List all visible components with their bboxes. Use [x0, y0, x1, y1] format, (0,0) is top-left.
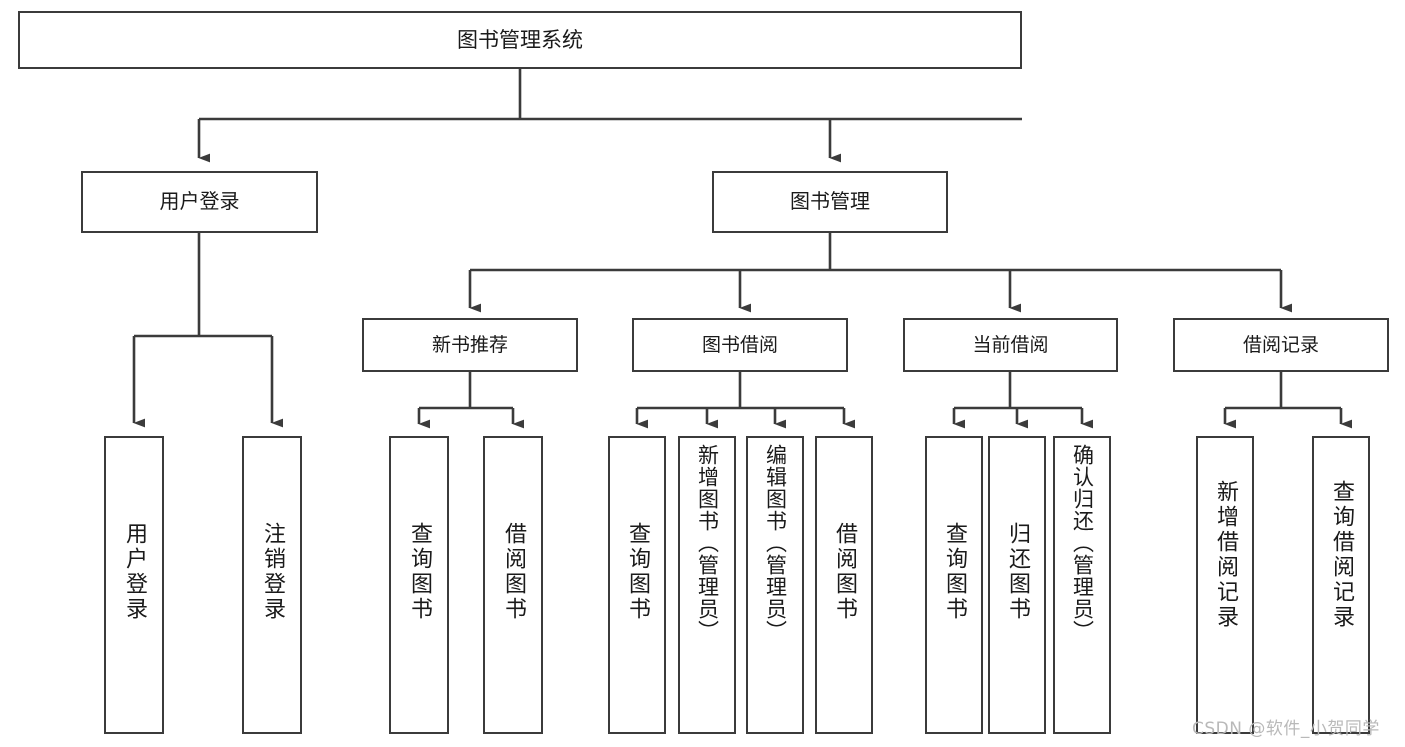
leaf-user-login[interactable]: 用户登录: [104, 436, 164, 734]
node-book-manage[interactable]: 图书管理: [712, 171, 948, 233]
node-new-book-rec[interactable]: 新书推荐: [362, 318, 578, 372]
node-label: 借阅记录: [1242, 333, 1319, 356]
leaf-return-book[interactable]: 归还图书: [988, 436, 1046, 734]
node-label: 图书管理: [790, 189, 870, 214]
leaf-query-book-2[interactable]: 查询图书: [608, 436, 666, 734]
leaf-logout[interactable]: 注销登录: [242, 436, 302, 734]
node-label: 新书推荐: [431, 333, 508, 356]
leaf-edit-book[interactable]: 编辑图书（管理员）: [746, 436, 804, 734]
node-book-borrow[interactable]: 图书借阅: [632, 318, 848, 372]
leaf-borrow-book-1[interactable]: 借阅图书: [483, 436, 543, 734]
node-user-login[interactable]: 用户登录: [81, 171, 318, 233]
node-label: 图书借阅: [701, 333, 778, 356]
node-label: 确认归还（管理员）: [1070, 444, 1095, 642]
node-label: 用户登录: [159, 189, 240, 214]
node-label: 图书管理系统: [457, 27, 583, 52]
leaf-add-book[interactable]: 新增图书（管理员）: [678, 436, 736, 734]
leaf-query-record[interactable]: 查询借阅记录: [1312, 436, 1370, 734]
node-label: 借阅图书: [501, 522, 526, 622]
leaf-confirm-return[interactable]: 确认归还（管理员）: [1053, 436, 1111, 734]
node-current-borrow[interactable]: 当前借阅: [903, 318, 1118, 372]
leaf-add-record[interactable]: 新增借阅记录: [1196, 436, 1254, 734]
node-label: 查询图书: [407, 522, 432, 622]
node-label: 注销登录: [260, 522, 285, 622]
node-label: 归还图书: [1005, 522, 1030, 622]
node-label: 新增借阅记录: [1213, 480, 1238, 630]
leaf-query-book-1[interactable]: 查询图书: [389, 436, 449, 734]
node-label: 当前借阅: [972, 333, 1049, 356]
node-label: 用户登录: [122, 522, 147, 622]
node-root-system[interactable]: 图书管理系统: [18, 11, 1022, 69]
node-label: 查询借阅记录: [1329, 480, 1354, 630]
node-label: 新增图书（管理员）: [695, 444, 720, 642]
node-borrow-record[interactable]: 借阅记录: [1173, 318, 1389, 372]
node-label: 编辑图书（管理员）: [763, 444, 788, 642]
node-label: 借阅图书: [832, 522, 857, 622]
csdn-watermark: CSDN @软件_小贺同学: [1192, 719, 1380, 739]
leaf-query-book-3[interactable]: 查询图书: [925, 436, 983, 734]
leaf-borrow-book-2[interactable]: 借阅图书: [815, 436, 873, 734]
node-label: 查询图书: [625, 522, 650, 622]
node-label: 查询图书: [942, 522, 967, 622]
